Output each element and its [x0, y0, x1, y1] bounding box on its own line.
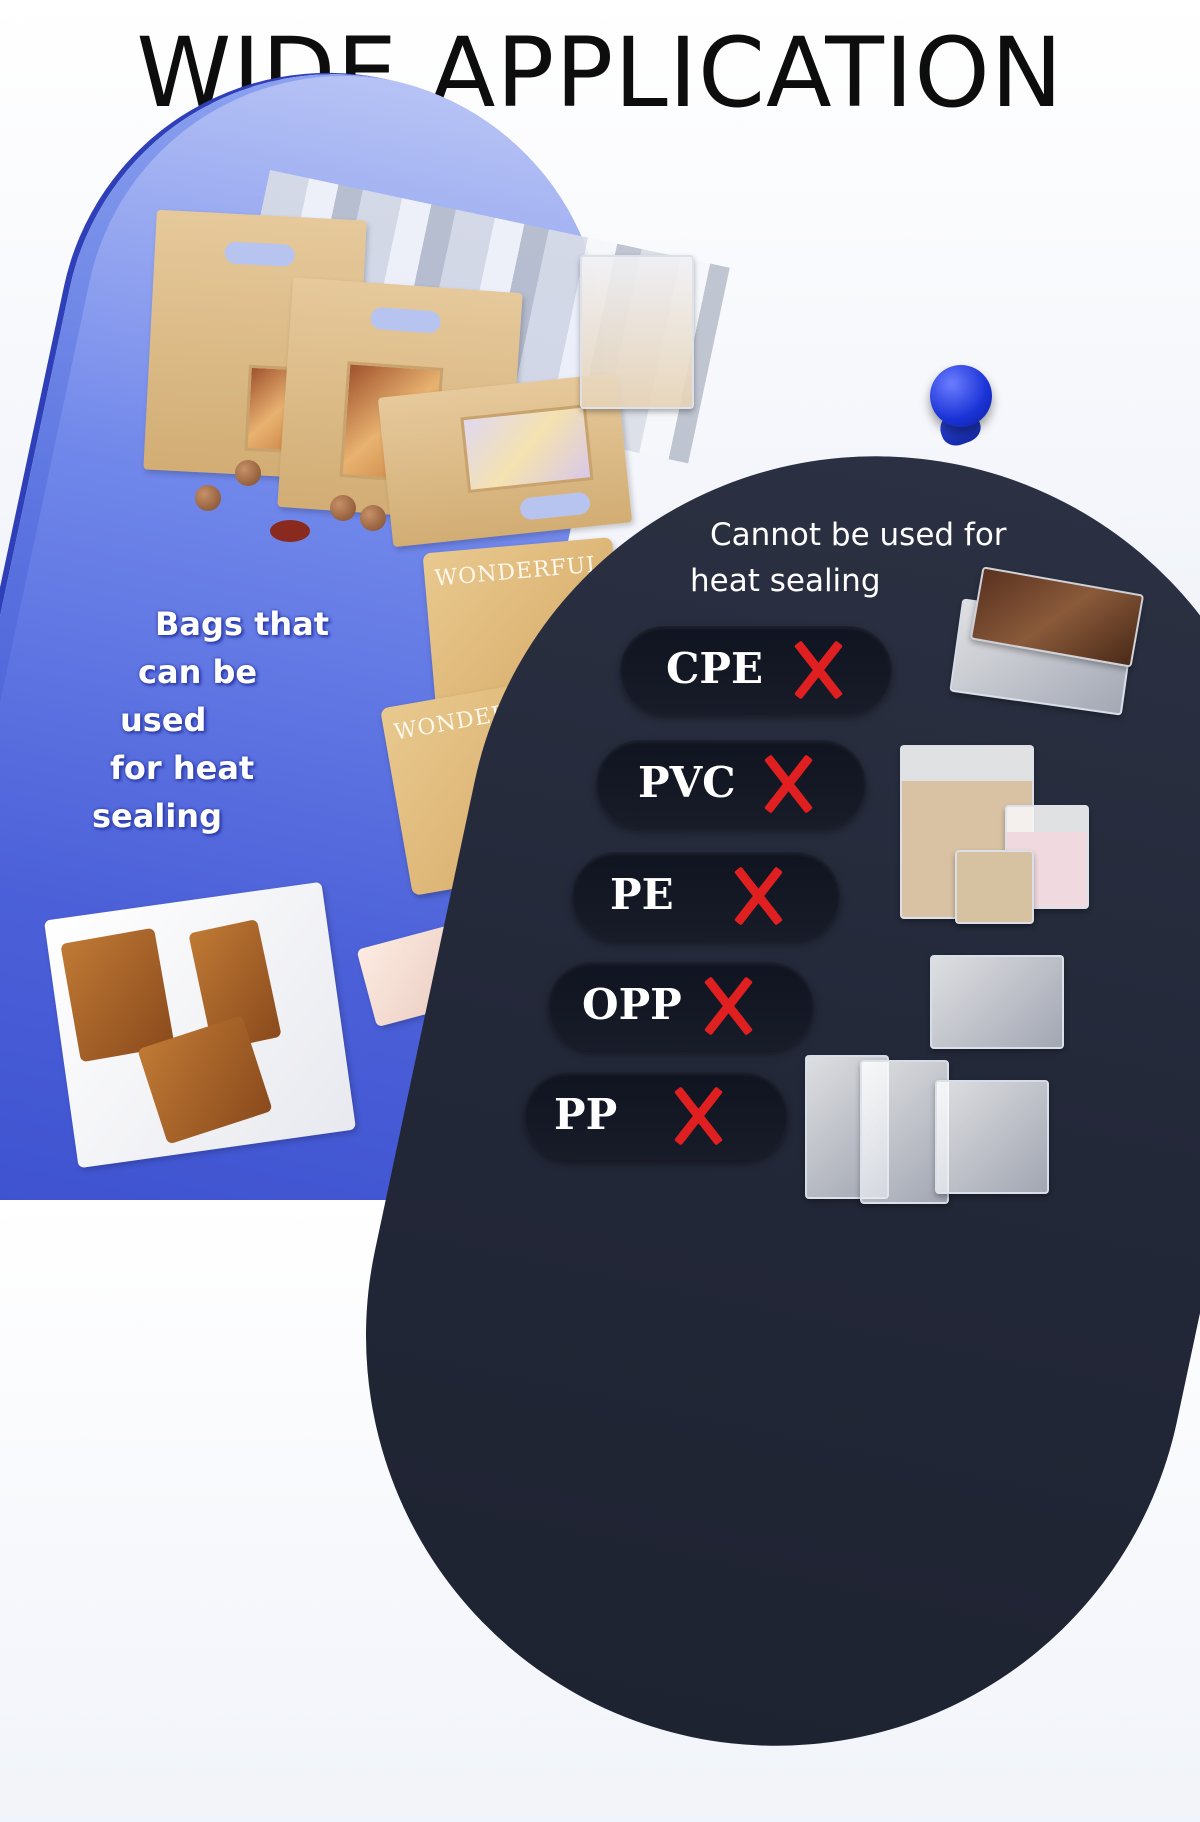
page-title: WIDE APPLICATION — [136, 17, 1064, 129]
material-row-pp: PP — [524, 1072, 788, 1160]
material-row-cpe: CPE — [620, 626, 892, 714]
material-label: PP — [554, 1090, 618, 1139]
left-label: Bags that can be used for heat sealing — [92, 605, 330, 835]
material-label: PVC — [638, 758, 736, 807]
clear-pouch-opp — [930, 955, 1064, 1049]
date — [270, 520, 310, 542]
push-pin-head — [930, 365, 992, 427]
red-x-icon — [698, 976, 758, 1036]
material-label: PE — [610, 870, 674, 919]
material-row-opp: OPP — [548, 962, 814, 1050]
red-x-icon — [668, 1086, 728, 1146]
nut — [195, 485, 221, 511]
red-x-icon — [728, 866, 788, 926]
material-row-pvc: PVC — [596, 740, 866, 828]
zip-bag-beans — [955, 850, 1034, 924]
material-label: CPE — [666, 644, 764, 693]
nut — [360, 505, 386, 531]
red-x-icon — [788, 640, 848, 700]
clear-pouch-pp-3 — [935, 1080, 1049, 1194]
material-label: OPP — [582, 980, 682, 1029]
nut-bag-image — [580, 255, 694, 409]
not-heat-sealable-heading: Cannot be used for heat sealing — [690, 517, 1007, 599]
material-row-pe: PE — [572, 852, 840, 940]
nut — [330, 495, 356, 521]
nut — [235, 460, 261, 486]
red-x-icon — [758, 754, 818, 814]
